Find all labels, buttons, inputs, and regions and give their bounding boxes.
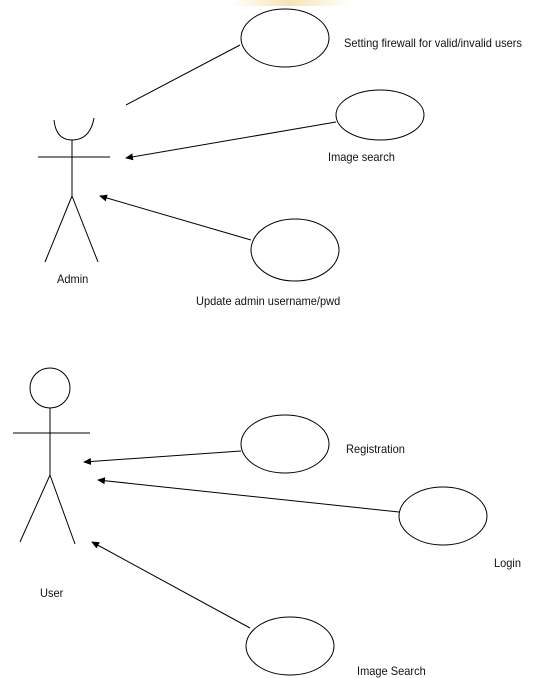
user-left-leg — [19, 474, 51, 543]
user-right-leg — [49, 474, 76, 545]
usecase-registration-ellipse — [240, 414, 330, 474]
admin-actor-label: Admin — [57, 272, 89, 286]
top-decoration — [230, 0, 350, 6]
usecase-admin-image-search-label: Image search — [328, 150, 395, 164]
association-admin-image-search — [125, 121, 337, 161]
admin-left-leg — [44, 195, 73, 263]
usecase-user-image-search-ellipse — [245, 616, 335, 676]
usecase-admin-image-search-ellipse — [335, 89, 425, 141]
admin-right-leg — [71, 195, 99, 263]
admin-head — [53, 117, 95, 141]
usecase-login-ellipse — [398, 486, 488, 546]
user-actor-figure — [13, 367, 90, 545]
usecase-update-admin-ellipse — [250, 218, 340, 282]
admin-actor-figure — [38, 117, 110, 263]
usecase-firewall-label: Setting firewall for valid/invalid users — [344, 36, 522, 50]
user-actor-label: User — [40, 586, 64, 600]
association-user-image-search — [91, 541, 251, 629]
usecase-update-admin-label: Update admin username/pwd — [196, 294, 341, 308]
user-head — [29, 367, 71, 409]
association-registration — [83, 450, 242, 466]
usecase-firewall-ellipse — [240, 8, 330, 68]
association-firewall — [125, 44, 241, 106]
association-login — [97, 477, 400, 513]
usecase-login-label: Login — [494, 556, 522, 570]
usecase-registration-label: Registration — [346, 442, 405, 456]
association-update-admin — [99, 194, 252, 241]
usecase-user-image-search-label: Image Search — [357, 664, 426, 678]
